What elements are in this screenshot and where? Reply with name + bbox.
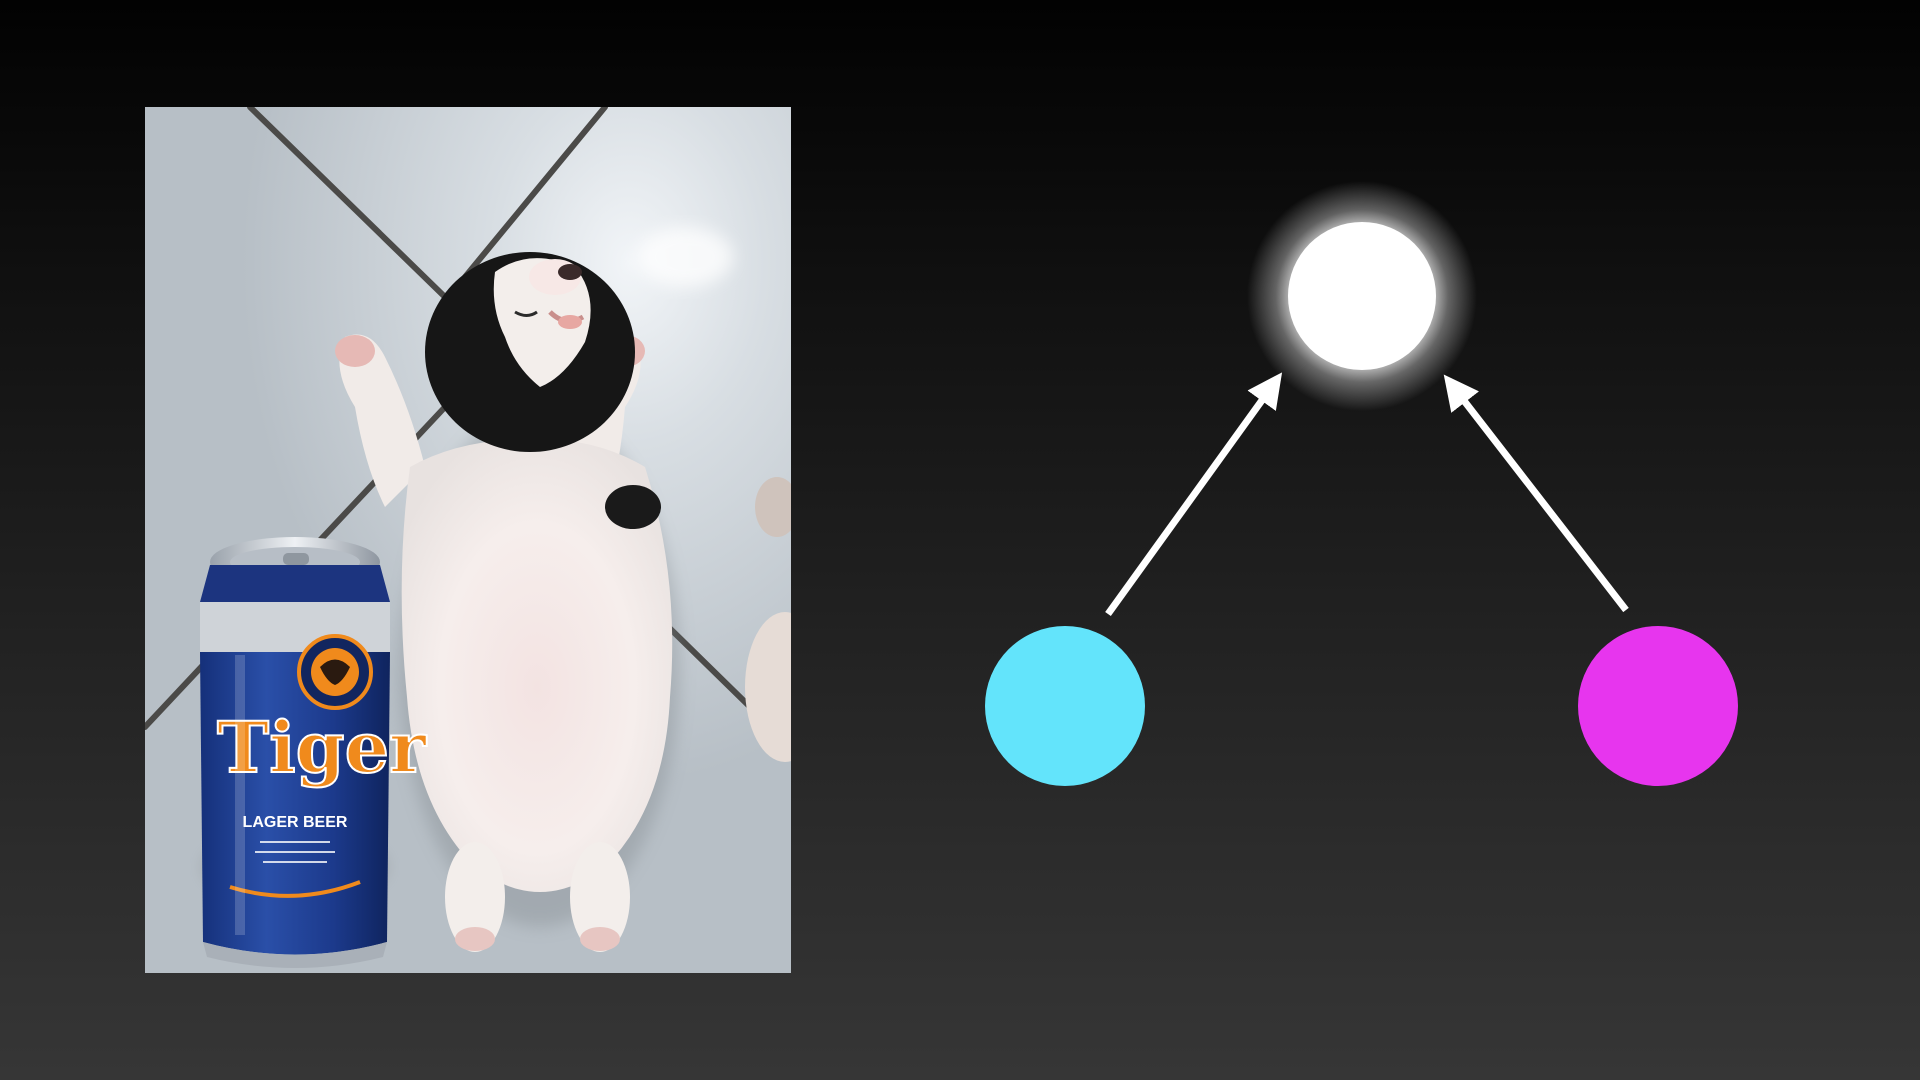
top-node <box>1288 222 1436 370</box>
right-node <box>1578 626 1738 786</box>
beer-can: Tiger LAGER BEER <box>200 537 428 968</box>
top-node-glow <box>1247 181 1477 411</box>
puppy-photo: Tiger LAGER BEER <box>145 107 791 973</box>
edge-left-to-top <box>1105 372 1283 617</box>
edge-right-to-top <box>1443 374 1629 613</box>
puppy <box>335 252 673 952</box>
second-puppy-paw <box>745 477 791 762</box>
left-node <box>985 626 1145 786</box>
can-label-text: LAGER BEER <box>243 814 348 831</box>
can-brand-text: Tiger <box>217 706 427 789</box>
